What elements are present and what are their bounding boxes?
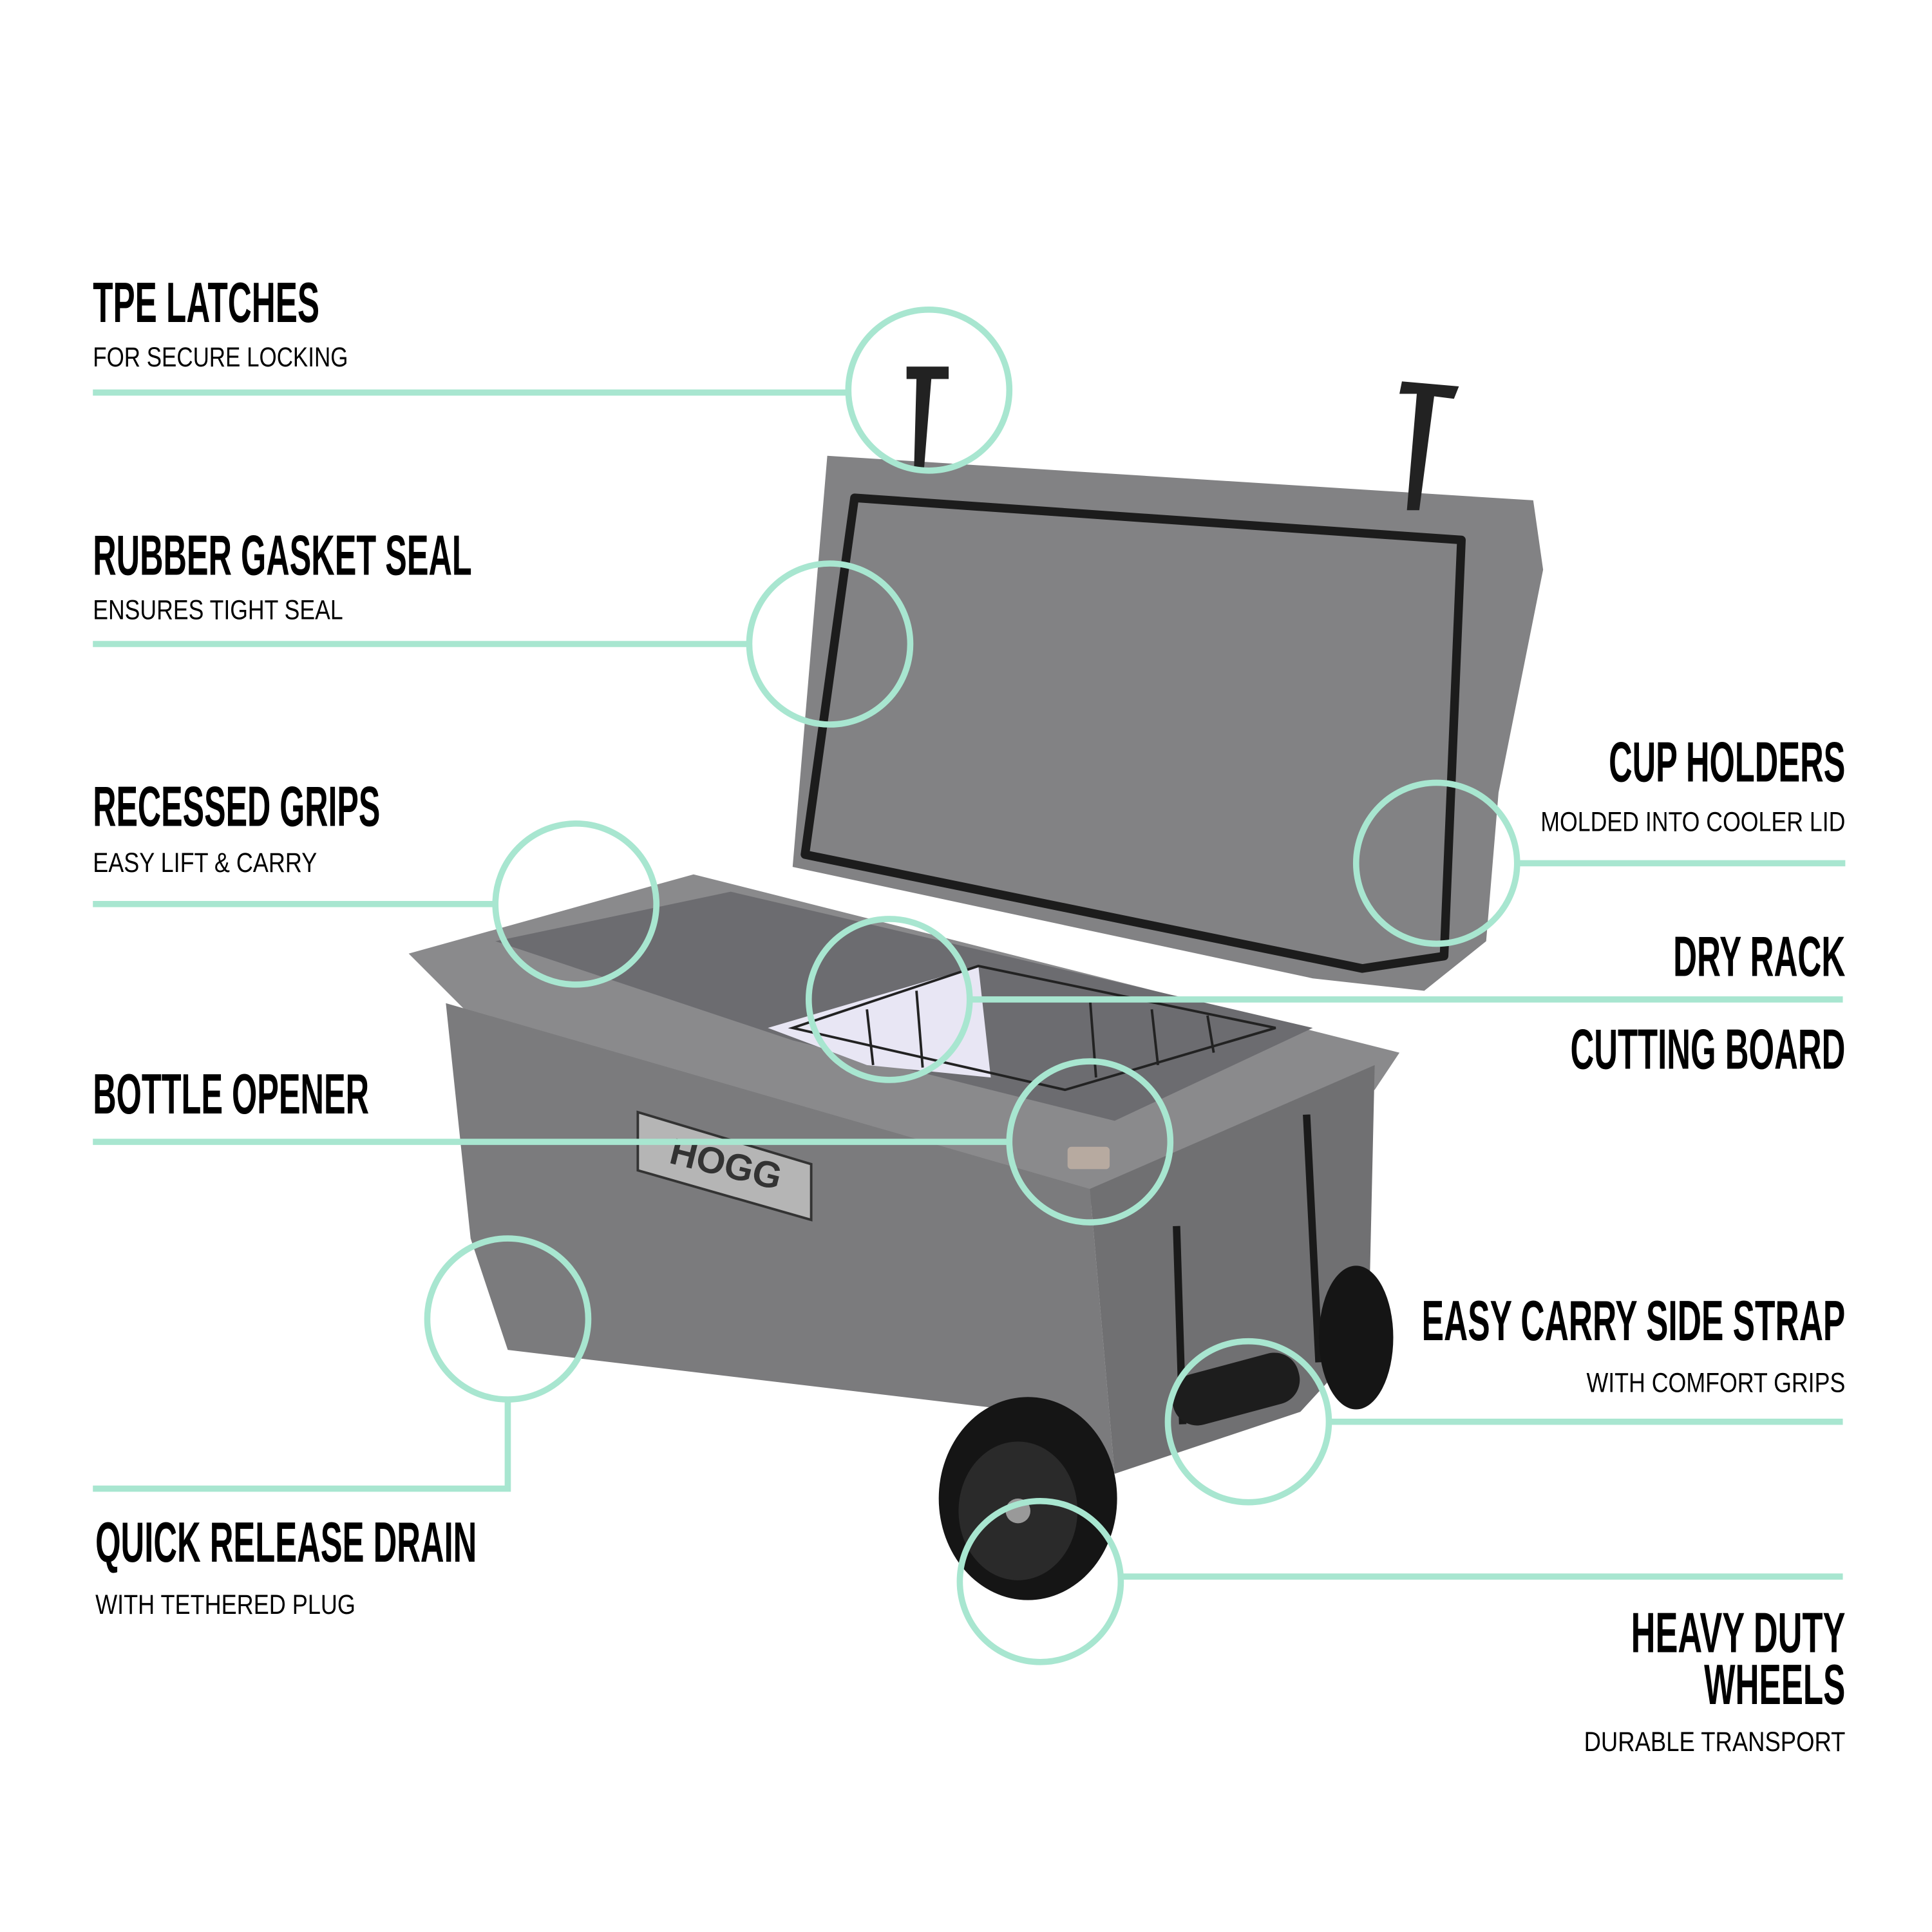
feature-subtitle-latches: FOR SECURE LOCKING <box>93 343 348 373</box>
feature-subtitle-cup-holders: MOLDED INTO COOLER LID <box>1540 808 1845 837</box>
feature-title-latches: TPE LATCHES <box>93 272 319 335</box>
cutting-board <box>768 966 991 1078</box>
feature-subtitle-side-strap: WITH COMFORT GRIPS <box>1586 1368 1845 1398</box>
callout-circle-latches <box>845 306 1013 474</box>
feature-subtitle-drain: WITH TETHERED PLUG <box>95 1589 355 1620</box>
feature-title-side-strap: EASY CARRY SIDE STRAP <box>1422 1289 1846 1352</box>
wheel-front <box>938 1397 1117 1600</box>
bottle-opener <box>1067 1146 1110 1170</box>
callout-line-drain <box>93 1399 511 1492</box>
lid-gasket <box>800 493 1466 973</box>
cooler-front-face <box>446 1003 1115 1474</box>
feature-title-drain: QUICK RELEASE DRAIN <box>95 1511 477 1575</box>
cooler-side-face <box>1090 1065 1375 1474</box>
feature-title-cutting-board: CUTTING BOARD <box>1570 1018 1845 1081</box>
feature-title-dry-rack: DRY RACK <box>1673 925 1845 989</box>
feature-subtitle-gasket: ENSURES TIGHT SEAL <box>93 596 343 626</box>
feature-title-wheels-line1: HEAVY DUTY <box>1631 1601 1846 1665</box>
feature-subtitle-grips: EASY LIFT & CARRY <box>93 848 317 878</box>
feature-title-gasket: RUBBER GASKET SEAL <box>93 524 471 587</box>
dry-rack <box>788 965 1276 1092</box>
callout-circle-grips <box>492 820 660 988</box>
feature-subtitle-wheels: DURABLE TRANSPORT <box>1584 1727 1846 1757</box>
latch-left <box>906 366 949 471</box>
latch-right <box>1399 381 1459 511</box>
feature-title-cup-holders: CUP HOLDERS <box>1609 731 1845 794</box>
callout-circle-gasket <box>746 560 914 728</box>
feature-title-wheels-line2: WHEELS <box>1704 1654 1845 1717</box>
feature-title-bottle-opener: BOTTLE OPENER <box>93 1063 369 1126</box>
side-strap <box>1171 1114 1323 1426</box>
callout-circle-bottle-opener <box>1006 1058 1174 1226</box>
feature-title-grips: RECESSED GRIPS <box>93 775 380 838</box>
wheel-rear <box>1319 1265 1394 1410</box>
callout-lines <box>93 306 1846 1665</box>
callout-circle-wheels <box>956 1497 1124 1665</box>
